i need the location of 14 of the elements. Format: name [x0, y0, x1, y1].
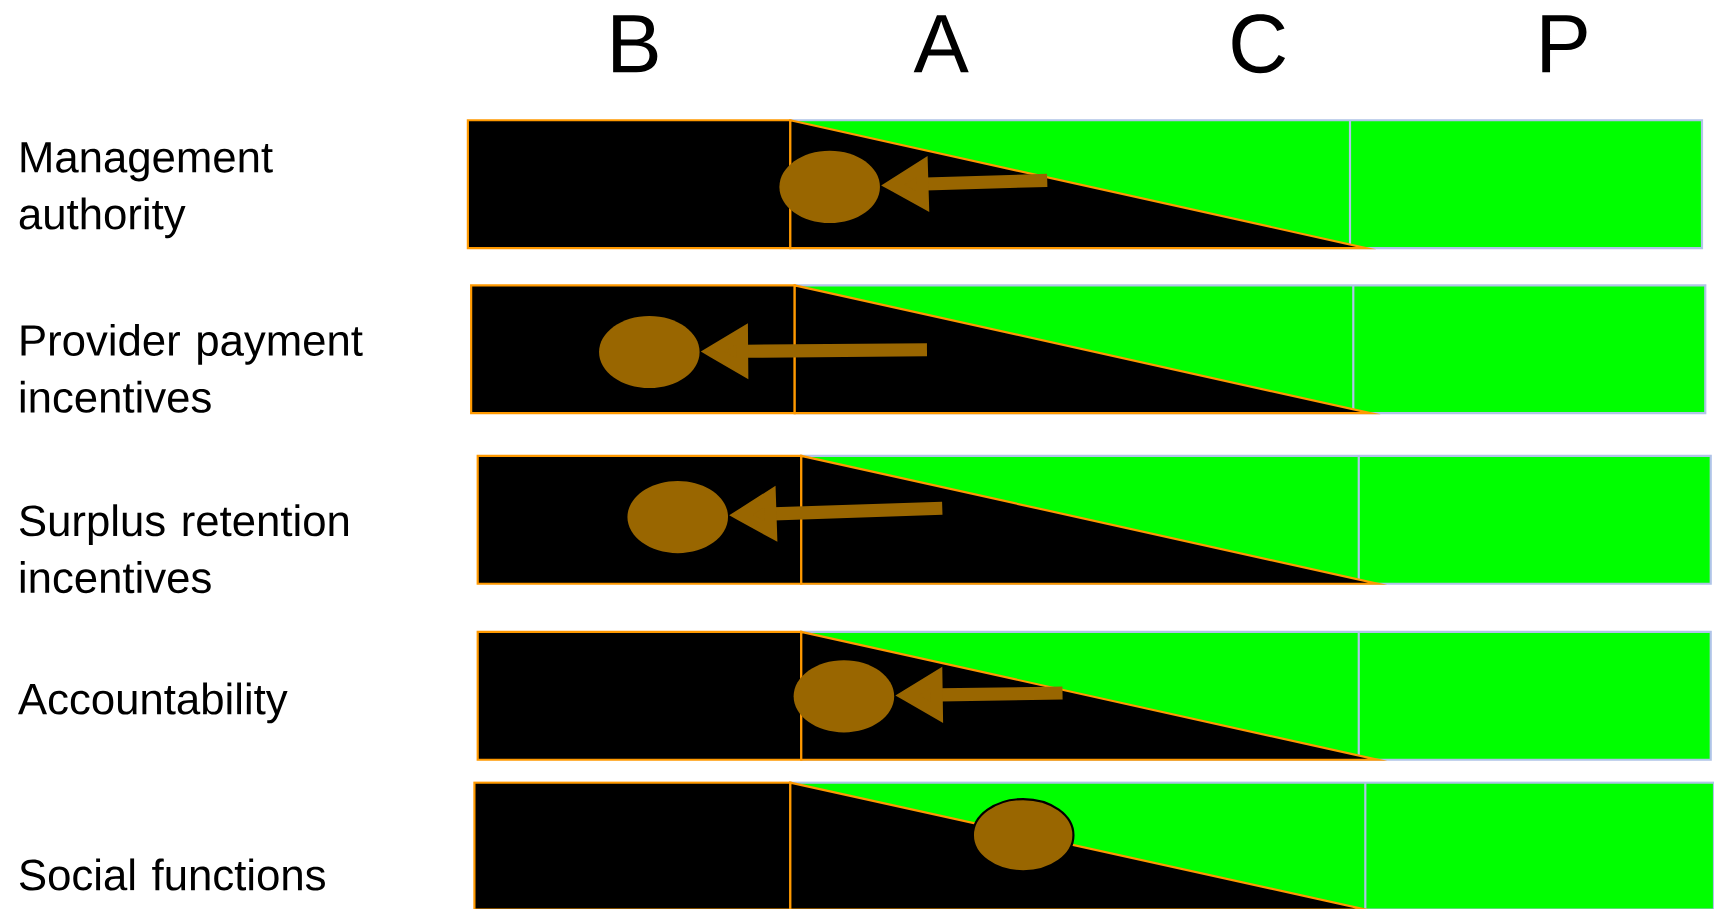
circle-marker — [793, 660, 895, 733]
column-header: B — [613, 14, 658, 73]
column-header: P — [1542, 14, 1587, 73]
column-header: A — [913, 14, 969, 73]
row-label: Surplus retention incentives — [19, 504, 348, 593]
column-header: C — [1232, 14, 1286, 73]
row-label: Provider payment incentives — [20, 323, 363, 413]
circle-marker — [779, 150, 880, 223]
circle-marker — [971, 797, 1075, 873]
row-label: Management authority — [19, 142, 273, 238]
row-label: Social functions — [19, 858, 325, 891]
row-label: Accountability — [18, 682, 288, 724]
circle-marker — [599, 315, 700, 388]
circle-marker — [627, 480, 729, 553]
